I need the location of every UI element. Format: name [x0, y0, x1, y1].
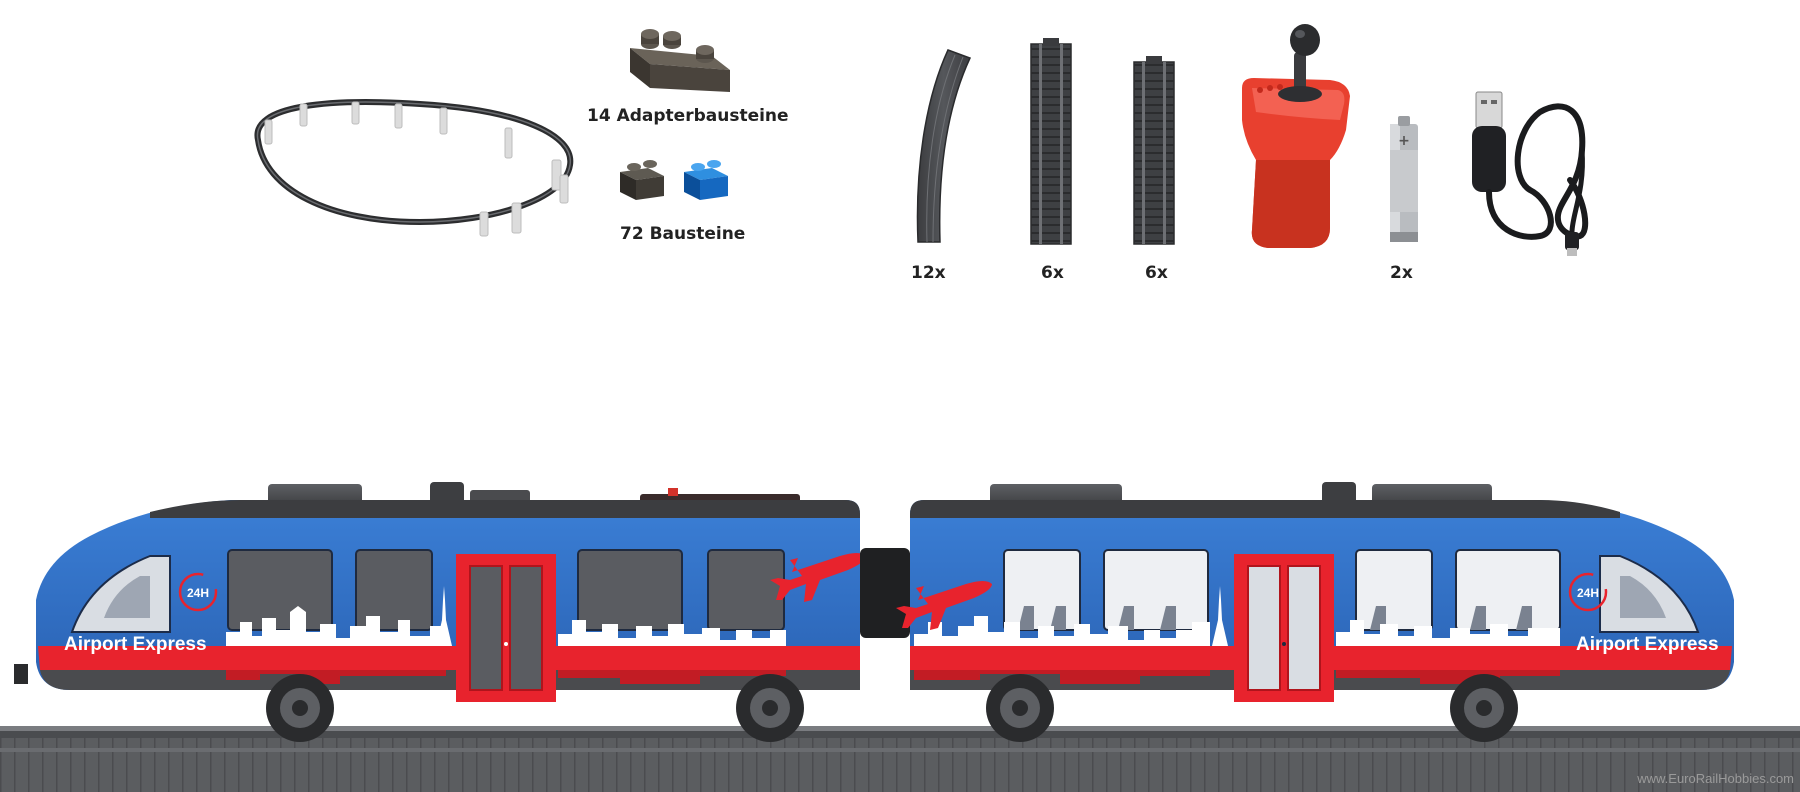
adapter-bricks-label: 14 Adapterbausteine	[587, 106, 789, 126]
livery-text-left: Airport Express	[64, 634, 207, 655]
brick-icon	[684, 160, 728, 200]
eiffel-tower-icon	[1212, 586, 1228, 646]
badge-24h-right: 24H	[1577, 586, 1599, 600]
curved-track-icon	[916, 49, 972, 243]
eiffel-tower-icon	[436, 586, 452, 646]
train-car-right: 24H Airport Express	[896, 482, 1734, 742]
usb-cable-icon	[1472, 91, 1589, 256]
wheel	[736, 674, 804, 742]
wheel	[986, 674, 1054, 742]
badge-24h-left: 24H	[187, 586, 209, 600]
straight-track-icon	[1133, 56, 1175, 245]
curved-track-qty: 12x	[911, 263, 946, 283]
wheel	[266, 674, 334, 742]
train-car-left: 24H Airport Express	[14, 482, 866, 742]
wheel	[1450, 674, 1518, 742]
watermark: www.EuroRailHobbies.com	[1637, 771, 1794, 786]
battery-icon: +	[1390, 116, 1418, 242]
svg-text:+: +	[1398, 133, 1410, 149]
rail-track	[0, 726, 1800, 792]
track-oval-icon	[254, 99, 574, 237]
battery-qty: 2x	[1390, 263, 1413, 283]
airplane-icon	[896, 581, 992, 630]
bricks-label: 72 Bausteine	[620, 224, 746, 244]
straight-track-b-qty: 6x	[1145, 263, 1168, 283]
remote-controller-icon	[1242, 24, 1350, 248]
coupling	[860, 548, 910, 638]
airplane-icon	[770, 553, 866, 602]
brick-icon	[620, 160, 664, 200]
livery-text-right: Airport Express	[1576, 634, 1719, 655]
straight-track-icon	[1030, 38, 1072, 245]
straight-track-a-qty: 6x	[1041, 263, 1064, 283]
adapter-brick-icon	[630, 29, 730, 92]
